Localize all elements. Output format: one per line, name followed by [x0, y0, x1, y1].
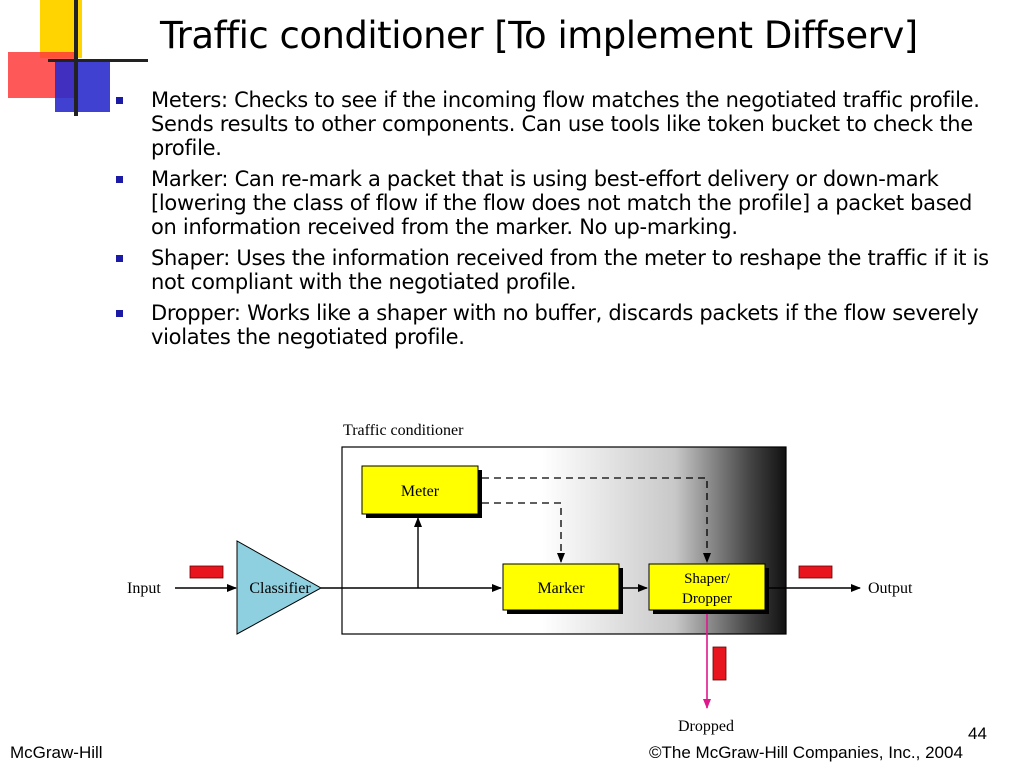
input-packet — [189, 565, 224, 579]
square-bullet-icon — [116, 97, 123, 104]
bullet-item-dropper: Dropper: Works like a shaper with no buf… — [112, 301, 1002, 349]
shaper-dropper-box — [648, 563, 766, 611]
dropped-label: Dropped — [678, 718, 734, 735]
bullet-text: Dropper: Works like a shaper with no buf… — [151, 301, 979, 349]
footer-left: McGraw-Hill — [10, 743, 103, 762]
output-packet — [798, 565, 833, 579]
marker-box — [502, 563, 620, 611]
meter-box — [361, 465, 479, 515]
bullet-item-shaper: Shaper: Uses the information received fr… — [112, 246, 1002, 294]
input-label: Input — [127, 580, 161, 597]
container-label: Traffic conditioner — [343, 422, 464, 439]
footer-right: ©The McGraw-Hill Companies, Inc., 2004 — [649, 743, 963, 762]
output-label: Output — [868, 580, 913, 597]
bullet-text: Meters: Checks to see if the incoming fl… — [151, 88, 980, 160]
bullet-text: Marker: Can re-mark a packet that is usi… — [151, 167, 973, 239]
classifier-shape — [236, 540, 323, 635]
shaper-label-line2: Dropper — [682, 591, 732, 607]
marker-label: Marker — [537, 580, 585, 597]
bullet-list: Meters: Checks to see if the incoming fl… — [112, 88, 1002, 356]
meter-to-shaper-dashed — [482, 477, 711, 563]
meter-label: Meter — [401, 483, 440, 500]
dropped-packet — [712, 646, 727, 681]
bullet-item-marker: Marker: Can re-mark a packet that is usi… — [112, 167, 1002, 239]
shaper-label-line1: Shaper/ — [684, 571, 731, 587]
slide-title: Traffic conditioner [To implement Diffse… — [160, 14, 918, 57]
square-bullet-icon — [116, 310, 123, 317]
square-bullet-icon — [116, 255, 123, 262]
square-bullet-icon — [116, 176, 123, 183]
bullet-text: Shaper: Uses the information received fr… — [151, 246, 989, 294]
classifier-label: Classifier — [249, 580, 311, 597]
meter-to-marker-dashed — [482, 502, 565, 563]
page-number: 44 — [968, 724, 987, 743]
bullet-item-meters: Meters: Checks to see if the incoming fl… — [112, 88, 1002, 160]
corner-decoration — [0, 0, 150, 120]
